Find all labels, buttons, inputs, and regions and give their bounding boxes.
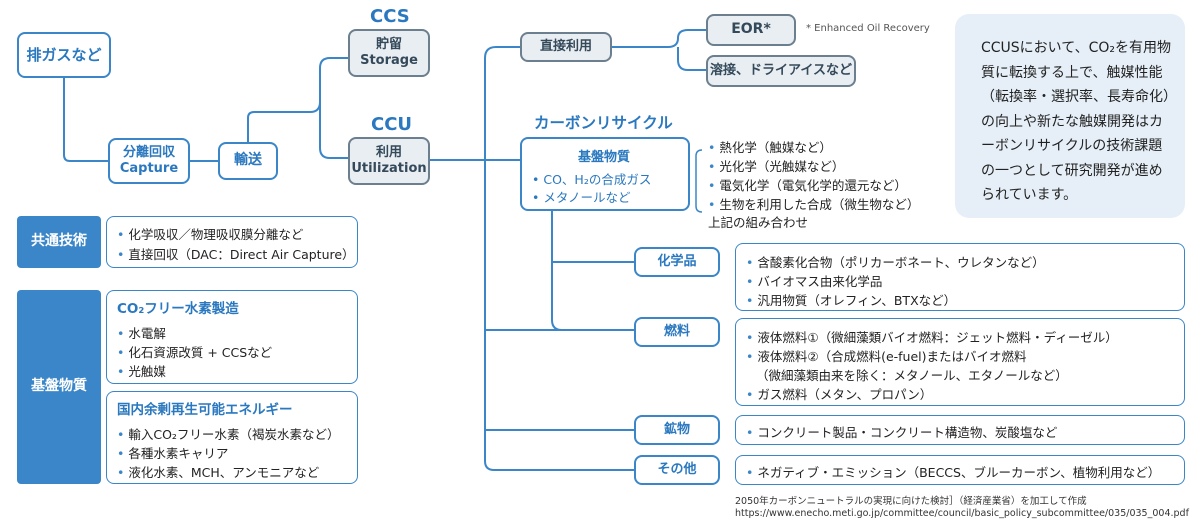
direct-use-box: 直接利用 xyxy=(520,32,612,62)
others-box: その他 xyxy=(634,455,720,485)
base-substance-item: • CO、H₂の合成ガス xyxy=(532,172,652,187)
common-tech-label-box: 共通技術 xyxy=(17,216,101,268)
common-tech-list: • 化学吸収／物理吸収膜分離など • 直接回収（DAC：Direct Air C… xyxy=(106,216,358,268)
base-substance-item: • メタノールなど xyxy=(532,190,631,205)
fuel-box: 燃料 xyxy=(634,317,720,347)
h2-production-item: • 水電解 xyxy=(117,326,166,341)
base-material-label: 基盤物質 xyxy=(31,378,87,395)
renewable-energy-item: • 輸入CO₂フリー水素（褐炭水素など） xyxy=(117,427,340,442)
direct-use-label: 直接利用 xyxy=(539,38,592,54)
chemicals-list: • 含酸素化合物（ポリカーボネート、ウレタンなど） • バイオマス由来化学品 •… xyxy=(735,243,1185,311)
carbon-recycle-heading: カーボンリサイクル xyxy=(534,114,673,132)
method-item: • 生物を利用した合成（微生物など） xyxy=(708,197,920,212)
h2-production-item: • 光触媒 xyxy=(117,364,166,379)
h2-production-title: CO₂フリー水素製造 xyxy=(117,301,239,317)
source-url: https://www.enecho.meti.go.jp/committee/… xyxy=(735,508,1189,519)
others-list: • ネガティブ・エミッション（BECCS、ブルーカーボン、植物利用など） xyxy=(735,455,1185,485)
ccus-note-panel: CCUSにおいて、CO₂を有用物質に転換する上で、触媒性能（転換率・選択率、長寿… xyxy=(955,14,1185,218)
renewable-energy-item: • 各種水素キャリア xyxy=(117,446,229,461)
minerals-box: 鉱物 xyxy=(634,415,720,445)
eor-footnote: * Enhanced Oil Recovery xyxy=(806,23,930,34)
ccs-storage-box: 貯留 Storage xyxy=(348,29,430,77)
ccs-storage-label-en: Storage xyxy=(360,53,418,68)
line-direct-eor xyxy=(612,29,706,48)
capture-label: 分離回収 xyxy=(122,144,175,160)
minerals-label: 鉱物 xyxy=(663,421,690,437)
ccu-utilization-label-en: Utilization xyxy=(351,161,427,176)
line-direct-other xyxy=(677,47,706,71)
base-substance-title: 基盤物質 xyxy=(578,150,631,165)
line-trunk-vertical xyxy=(484,58,634,471)
others-item: • ネガティブ・エミッション（BECCS、ブルーカーボン、植物利用など） xyxy=(746,465,1161,480)
h2-production-item: • 化石資源改質 + CCSなど xyxy=(117,345,273,360)
methods-bracket xyxy=(695,149,703,213)
exhaust-label: 排ガスなど xyxy=(26,45,102,64)
h2-production-box: CO₂フリー水素製造 • 水電解 • 化石資源改質 + CCSなど • 光触媒 xyxy=(106,290,358,384)
transport-label: 輸送 xyxy=(234,152,262,169)
common-tech-item: • 直接回収（DAC：Direct Air Capture） xyxy=(117,247,355,262)
fuel-item: • 液体燃料①（微細藻類バイオ燃料：ジェット燃料・ディーゼル） xyxy=(746,330,1118,345)
line-exhaust-capture xyxy=(63,78,108,162)
direct-other-box: 溶接、ドライアイスなど xyxy=(706,55,856,87)
line-base-sub xyxy=(551,211,634,331)
ccu-utilization-box: 利用 Utilization xyxy=(348,137,430,185)
ccu-heading: CCU xyxy=(371,114,413,135)
fuel-label: 燃料 xyxy=(663,323,690,339)
capture-label-en: Capture xyxy=(119,161,179,176)
ccus-note-text: CCUSにおいて、CO₂を有用物質に転換する上で、触媒性能（転換率・選択率、長寿… xyxy=(981,40,1171,203)
fuel-item: • 液体燃料②（合成燃料(e-fuel)またはバイオ燃料 xyxy=(746,349,1027,364)
chemicals-item: • バイオマス由来化学品 xyxy=(746,274,883,289)
chemicals-item: • 汎用物質（オレフィン、BTXなど） xyxy=(746,293,957,308)
direct-other-label: 溶接、ドライアイスなど xyxy=(710,62,852,78)
renewable-energy-title: 国内余剰再生可能エネルギー xyxy=(117,402,293,418)
method-item: • 電気化学（電気化学的還元など） xyxy=(708,178,907,193)
method-item: • 熱化学（触媒など） xyxy=(708,140,832,155)
minerals-item: • コンクリート製品・コンクリート構造物、炭酸塩など xyxy=(746,425,1058,440)
ccs-heading: CCS xyxy=(370,6,410,27)
method-item: • 光化学（光触媒など） xyxy=(708,159,845,174)
method-tail: 上記の組み合わせ xyxy=(708,215,809,230)
eor-label: EOR* xyxy=(731,21,771,38)
chemicals-label: 化学品 xyxy=(657,253,697,269)
line-transport-ccu xyxy=(319,102,348,159)
base-substance-box xyxy=(520,137,690,211)
fuel-item: • ガス燃料（メタン、プロパン） xyxy=(746,387,933,402)
line-trunk-direct xyxy=(484,46,520,59)
line-transport-branch xyxy=(247,57,348,142)
source-credit: 2050年カーボンニュートラルの実現に向けた検討］（経済産業省）を加工して作成 xyxy=(735,496,1087,507)
ccu-utilization-label: 利用 xyxy=(375,144,402,160)
common-tech-item: • 化学吸収／物理吸収膜分離など xyxy=(117,227,304,242)
chemicals-box: 化学品 xyxy=(634,247,720,277)
eor-box: EOR* xyxy=(706,14,796,46)
others-label: その他 xyxy=(657,461,697,477)
renewable-energy-box: 国内余剰再生可能エネルギー • 輸入CO₂フリー水素（褐炭水素など） • 各種水… xyxy=(106,391,358,484)
base-material-label-box: 基盤物質 xyxy=(17,290,101,484)
capture-box: 分離回収 Capture xyxy=(108,138,190,184)
common-tech-label: 共通技術 xyxy=(31,233,87,250)
ccs-storage-label: 貯留 xyxy=(375,36,402,52)
fuel-item: （微細藻類由来を除く：メタノール、エタノールなど） xyxy=(756,368,1068,383)
exhaust-box: 排ガスなど xyxy=(17,32,111,78)
renewable-energy-item: • 液化水素、MCH、アンモニアなど xyxy=(117,465,320,480)
transport-box: 輸送 xyxy=(218,142,278,180)
chemicals-item: • 含酸素化合物（ポリカーボネート、ウレタンなど） xyxy=(746,255,1045,270)
fuel-list: • 液体燃料①（微細藻類バイオ燃料：ジェット燃料・ディーゼル） • 液体燃料②（… xyxy=(735,318,1185,406)
minerals-list: • コンクリート製品・コンクリート構造物、炭酸塩など xyxy=(735,415,1185,445)
